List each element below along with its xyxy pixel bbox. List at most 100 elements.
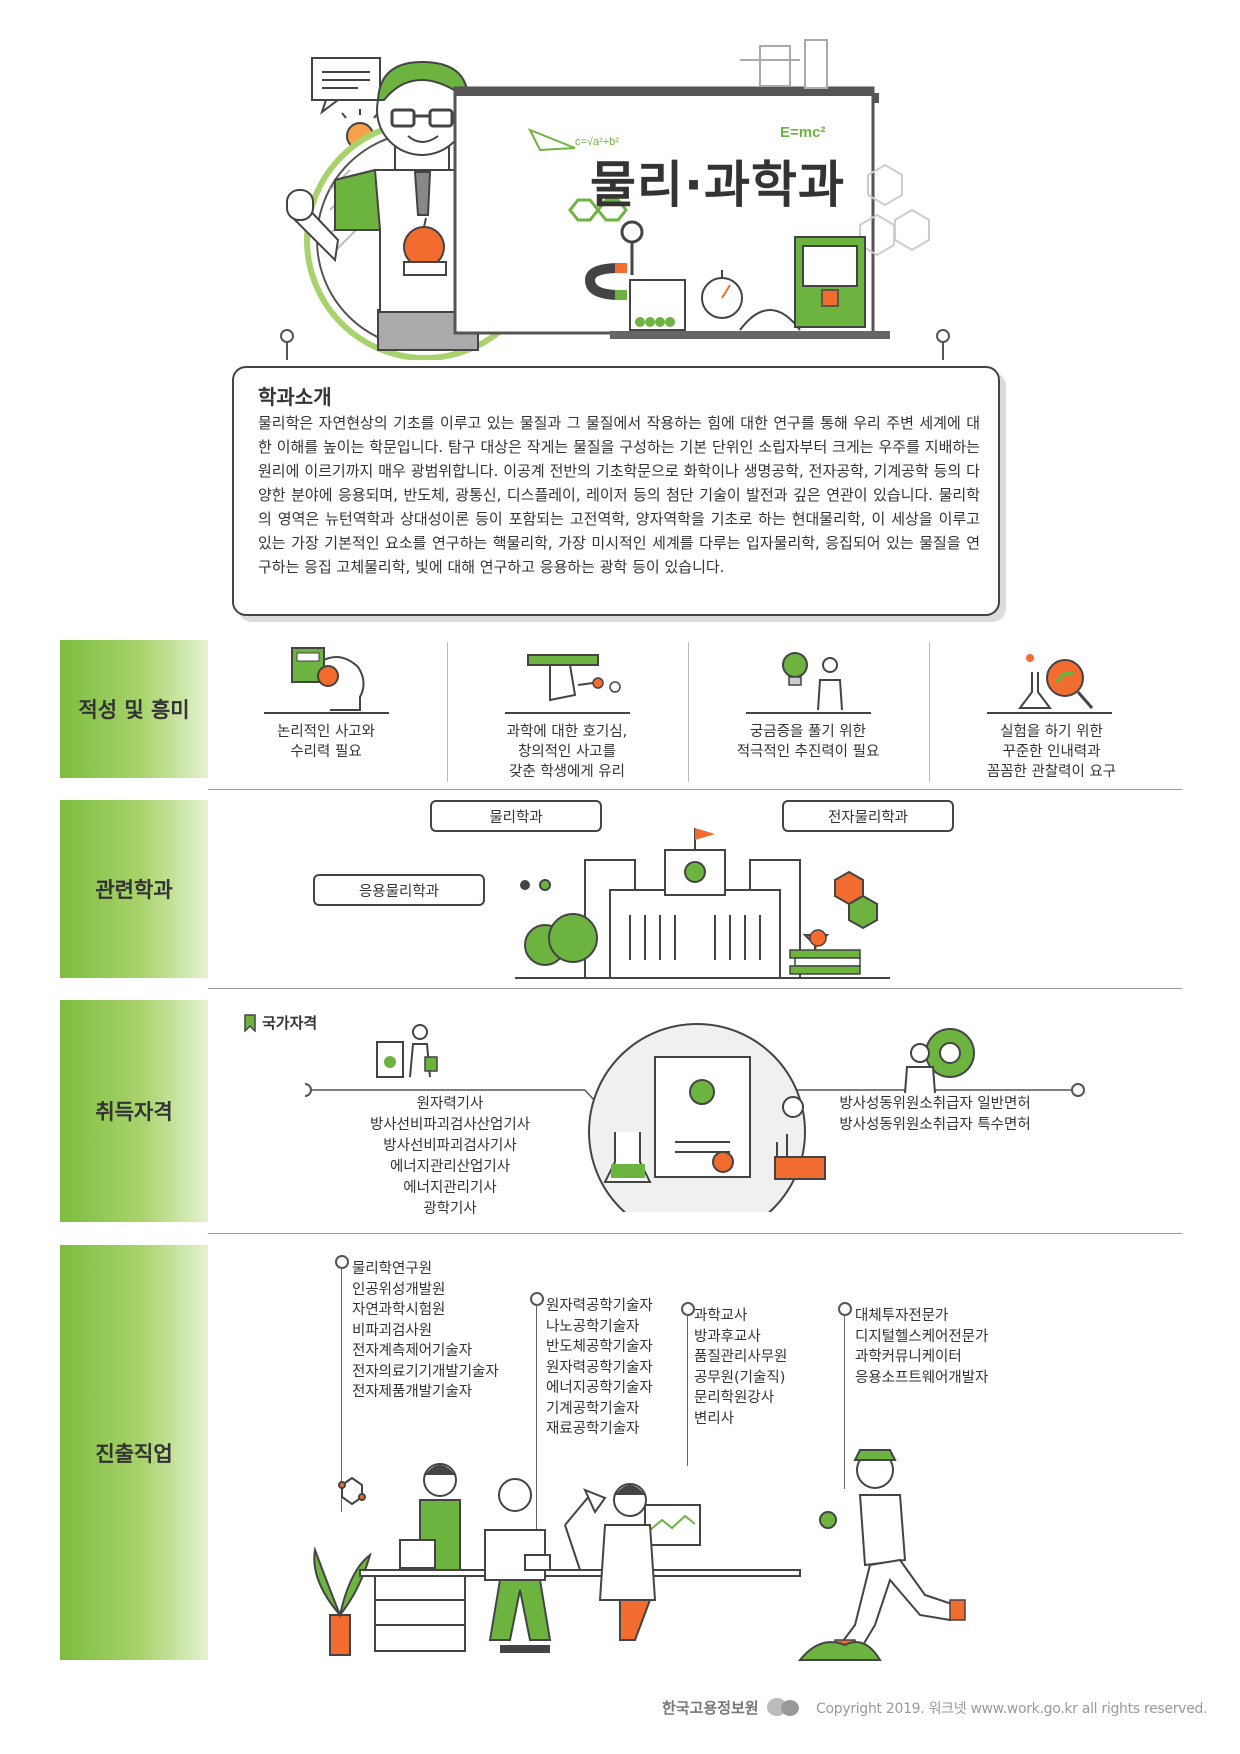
hand-pencil-icon <box>527 654 621 702</box>
divider <box>447 642 448 782</box>
university-building-icon <box>515 828 890 979</box>
workplace-illustration <box>313 1449 966 1661</box>
aptitude-item: 실험을 하기 위한 꾸준한 인내력과 꼼꼼한 관찰력이 요구 <box>969 722 1134 782</box>
section-label-careers: 진출직업 <box>60 1245 208 1660</box>
footer-logo: 한국고용정보원 <box>662 1695 801 1719</box>
gear-person-icon <box>904 1028 975 1094</box>
divider <box>746 712 871 714</box>
career-item: 전자의료기기개발기술자 <box>352 1363 499 1380</box>
section-label-aptitude: 적성 및 흥미 <box>60 640 208 778</box>
dept-tag-physics: 물리학과 <box>430 800 602 832</box>
career-item: 디지털헬스케어전문가 <box>855 1328 989 1345</box>
connector-line <box>536 1304 537 1549</box>
national-cert-label: 국가자격 <box>262 1014 318 1032</box>
bush-icon <box>797 1641 882 1661</box>
connector-dot <box>681 1302 695 1316</box>
aptitude-item: 과학에 대한 호기심, 창의적인 사고를 갖춘 학생에게 유리 <box>487 722 647 782</box>
cert-item: 방사선비파괴검사기사 <box>383 1138 517 1154</box>
researcher-character <box>399 1463 461 1571</box>
connector-line <box>844 1314 845 1489</box>
cert-list-left: 원자력기사 방사선비파괴검사산업기사 방사선비파괴검사기사 에너지관리산업기사 … <box>340 1094 560 1220</box>
career-item: 전자제품개발기술자 <box>352 1384 473 1400</box>
career-item: 반도체공학기술자 <box>546 1339 653 1355</box>
career-item: 방과후교사 <box>694 1328 761 1345</box>
career-item: 에너지공학기술자 <box>546 1380 653 1396</box>
cert-item: 광학기사 <box>423 1201 477 1217</box>
career-item: 물리학연구원 <box>352 1261 433 1277</box>
aptitude-text: 꾸준한 인내력과 <box>1002 744 1101 760</box>
career-group-2: 원자력공학기술자 나노공학기술자 반도체공학기술자 원자력공학기술자 에너지공학… <box>546 1296 653 1440</box>
intro-heading: 학과소개 <box>258 385 332 409</box>
aptitude-text: 갖춘 학생에게 유리 <box>509 764 625 780</box>
cert-list-right: 방사성동위원소취급자 일반면허 방사성동위원소취급자 특수면허 <box>820 1094 1050 1136</box>
page-title: 물리·과학과 <box>590 156 845 214</box>
certificate-illustration <box>305 1023 1085 1212</box>
national-cert-heading: 국가자격 <box>243 1012 317 1033</box>
aptitude-text: 창의적인 사고를 <box>518 744 616 760</box>
divider <box>264 712 389 714</box>
aptitude-item: 논리적인 사고와 수리력 필요 <box>256 722 396 762</box>
cert-item: 방사선비파괴검사산업기사 <box>369 1117 531 1133</box>
career-item: 응용소프트웨어개발자 <box>855 1369 989 1386</box>
connector-dot <box>335 1255 349 1269</box>
career-item: 원자력공학기술자 <box>546 1298 653 1314</box>
cert-item: 방사성동위원소취급자 특수면허 <box>839 1117 1031 1133</box>
career-item: 인공위성개발원 <box>352 1281 446 1298</box>
aptitude-text: 꼼꼼한 관찰력이 요구 <box>986 764 1117 780</box>
header-illustration: c=√a²+b² E=mc² <box>0 0 1240 368</box>
speech-bubble-icon <box>311 57 381 115</box>
voltmeter-icon <box>794 236 866 328</box>
career-group-4: 대체투자전문가 디지털헬스케어전문가 과학커뮤니케이터 응용소프트웨어개발자 <box>855 1306 988 1388</box>
org-logo-icon <box>766 1698 799 1716</box>
career-item: 자연과학시험원 <box>352 1302 446 1318</box>
running-worker-character <box>819 1449 966 1652</box>
formula-triangle-icon: c=√a²+b² <box>527 128 619 152</box>
divider <box>688 642 689 782</box>
dept-tag-electronic-physics: 전자물리학과 <box>782 800 954 832</box>
section-label-departments: 관련학과 <box>60 800 208 978</box>
plant-icon <box>313 1546 372 1656</box>
career-item: 품질관리사무원 <box>694 1349 788 1365</box>
cert-item: 에너지관리산업기사 <box>389 1159 511 1175</box>
aptitude-text: 논리적인 사고와 <box>277 724 375 740</box>
career-group-3: 과학교사 방과후교사 품질관리사무원 공무원(기술직) 문리학원강사 변리사 <box>694 1306 787 1429</box>
desk-lamp-icon <box>564 1488 607 1571</box>
connector-dot <box>530 1292 544 1306</box>
career-item: 대체투자전문가 <box>855 1308 949 1324</box>
lab-glassware-icon <box>740 39 828 89</box>
board-formula: E=mc² <box>780 124 825 141</box>
office-worker-character <box>598 1483 701 1641</box>
aptitude-text: 적극적인 추진력이 필요 <box>736 744 880 760</box>
career-item: 전자계측제어기술자 <box>352 1343 473 1359</box>
gauge-icon <box>701 270 743 319</box>
divider <box>929 642 930 782</box>
header-svg: c=√a²+b² E=mc² <box>280 39 950 368</box>
career-item: 문리학원강사 <box>694 1390 775 1406</box>
divider <box>208 1233 1182 1234</box>
flask-magnifier-icon <box>1018 654 1094 709</box>
cert-item: 에너지관리기사 <box>403 1180 497 1196</box>
bookmark-icon <box>244 1013 256 1032</box>
career-item: 나노공학기술자 <box>546 1318 640 1335</box>
career-item: 과학커뮤니케이터 <box>855 1349 962 1365</box>
device-icon <box>524 1554 551 1571</box>
molecule-icon <box>338 1476 366 1506</box>
lightbulb-person-icon <box>782 652 843 711</box>
connector-line <box>341 1267 342 1512</box>
cert-item: 원자력기사 <box>416 1096 484 1112</box>
divider <box>208 988 1182 989</box>
career-item: 재료공학기술자 <box>546 1421 640 1437</box>
career-item: 공무원(기술직) <box>694 1369 786 1386</box>
magnifier-icon <box>620 220 644 275</box>
career-item: 변리사 <box>694 1410 735 1427</box>
aptitude-text: 수리력 필요 <box>290 744 362 760</box>
newton-cradle-icon <box>629 279 686 331</box>
dept-tag-applied-physics: 응용물리학과 <box>313 874 485 906</box>
intro-body: 물리학은 자연현상의 기초를 이루고 있는 물질과 그 물질에서 작용하는 힘에… <box>258 414 980 576</box>
aptitude-text: 과학에 대한 호기심, <box>506 724 628 740</box>
aptitude-text: 궁금증을 풀기 위한 <box>750 724 866 740</box>
svg-text:c=√a²+b²: c=√a²+b² <box>575 136 619 148</box>
org-name: 한국고용정보원 <box>662 1698 759 1717</box>
divider <box>505 712 630 714</box>
career-group-1: 물리학연구원 인공위성개발원 자연과학시험원 비파괴검사원 전자계측제어기술자 … <box>352 1259 499 1403</box>
